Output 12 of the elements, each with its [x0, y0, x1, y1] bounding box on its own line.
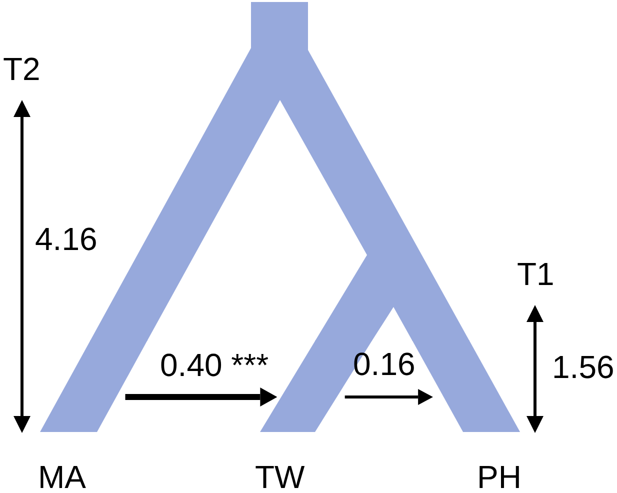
edge-label: 0.40 *** [160, 349, 269, 381]
arrow [344, 389, 434, 405]
duration-label: 4.16 [35, 223, 98, 255]
population-label: MA [38, 461, 86, 493]
time-label: T2 [3, 53, 40, 85]
edge-label: 0.16 [353, 348, 416, 380]
population-label: PH [477, 461, 522, 493]
time-label: T1 [517, 258, 554, 290]
population-label: TW [255, 461, 305, 493]
tree-branch [40, 340, 148, 432]
duration-label: 1.56 [552, 351, 614, 383]
arrow [125, 388, 278, 406]
